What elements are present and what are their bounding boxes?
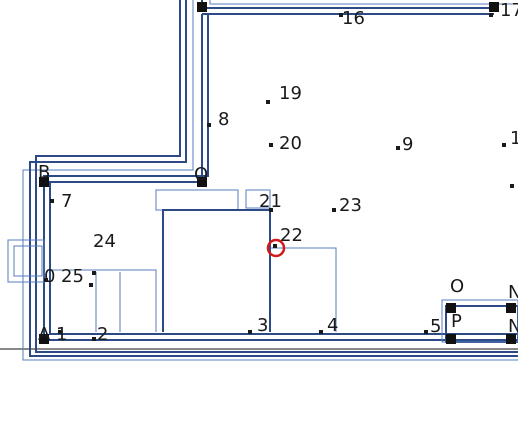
label-p: P [451, 311, 462, 332]
node-3[interactable] [248, 330, 252, 334]
node-23[interactable] [332, 208, 336, 212]
label-o1: O [194, 164, 208, 185]
node-2[interactable] [92, 337, 96, 341]
label-24: 24 [93, 231, 116, 252]
node-19[interactable] [266, 100, 270, 104]
label-1: 1 [56, 324, 67, 345]
node-20[interactable] [269, 143, 273, 147]
door-frame-left [7, 239, 45, 283]
node-edge[interactable] [510, 184, 514, 188]
label-4: 4 [327, 315, 338, 336]
corner-marker-o2[interactable] [446, 303, 456, 313]
node-17[interactable] [489, 13, 493, 17]
label-17: 17 [500, 0, 518, 21]
corner-marker-top-left[interactable] [197, 2, 207, 12]
label-0: 0 [44, 266, 55, 287]
corner-marker-17[interactable] [489, 2, 499, 12]
label-23: 23 [339, 195, 362, 216]
node-8[interactable] [207, 123, 211, 127]
node-1[interactable] [58, 330, 62, 334]
corner-marker-n2[interactable] [506, 334, 516, 344]
label-1-right: 1 [510, 128, 518, 149]
label-5: 5 [430, 316, 441, 337]
node-25[interactable] [92, 271, 96, 275]
label-16: 16 [342, 8, 365, 29]
node-7[interactable] [50, 199, 54, 203]
room-24-divider [50, 269, 157, 332]
label-n1: N [508, 282, 518, 303]
interior-wall-inner [49, 14, 518, 335]
top-boundary [209, 0, 518, 5]
node-21[interactable] [269, 208, 273, 212]
node-1r[interactable] [502, 143, 506, 147]
label-21: 21 [259, 191, 282, 212]
node-5[interactable] [424, 330, 428, 334]
label-8: 8 [218, 109, 229, 130]
label-25: 25 [61, 266, 84, 287]
outer-wall-inner [35, 0, 518, 353]
corner-marker-a[interactable] [39, 334, 49, 344]
node-9[interactable] [396, 146, 400, 150]
label-9: 9 [402, 134, 413, 155]
label-3: 3 [257, 315, 268, 336]
node-25b[interactable] [89, 283, 93, 287]
label-7: 7 [61, 191, 72, 212]
node-16[interactable] [339, 13, 343, 17]
label-19: 19 [279, 83, 302, 104]
room-partition-top [155, 189, 239, 211]
label-2: 2 [97, 324, 108, 345]
node-4[interactable] [319, 330, 323, 334]
corner-marker-o1[interactable] [197, 177, 207, 187]
selected-node-marker[interactable] [266, 238, 286, 258]
node-0[interactable] [44, 278, 48, 282]
label-22: 22 [280, 225, 303, 246]
node-22[interactable] [273, 244, 277, 248]
room-block [162, 209, 271, 332]
outer-boundary [22, 0, 518, 361]
outer-wall [29, 0, 518, 357]
label-o2: O [450, 276, 464, 297]
interior-wall [43, 14, 518, 341]
label-a: A [38, 324, 51, 345]
room-partition-small [245, 189, 271, 209]
corner-marker-b[interactable] [39, 177, 49, 187]
room-onp-outer [441, 299, 518, 343]
label-20: 20 [279, 133, 302, 154]
label-b: B [38, 162, 50, 183]
door-inner-left [13, 245, 43, 277]
label-n2: N [508, 316, 518, 337]
corner-marker-p[interactable] [446, 334, 456, 344]
room-22 [270, 247, 337, 332]
corner-marker-n1[interactable] [506, 303, 516, 313]
